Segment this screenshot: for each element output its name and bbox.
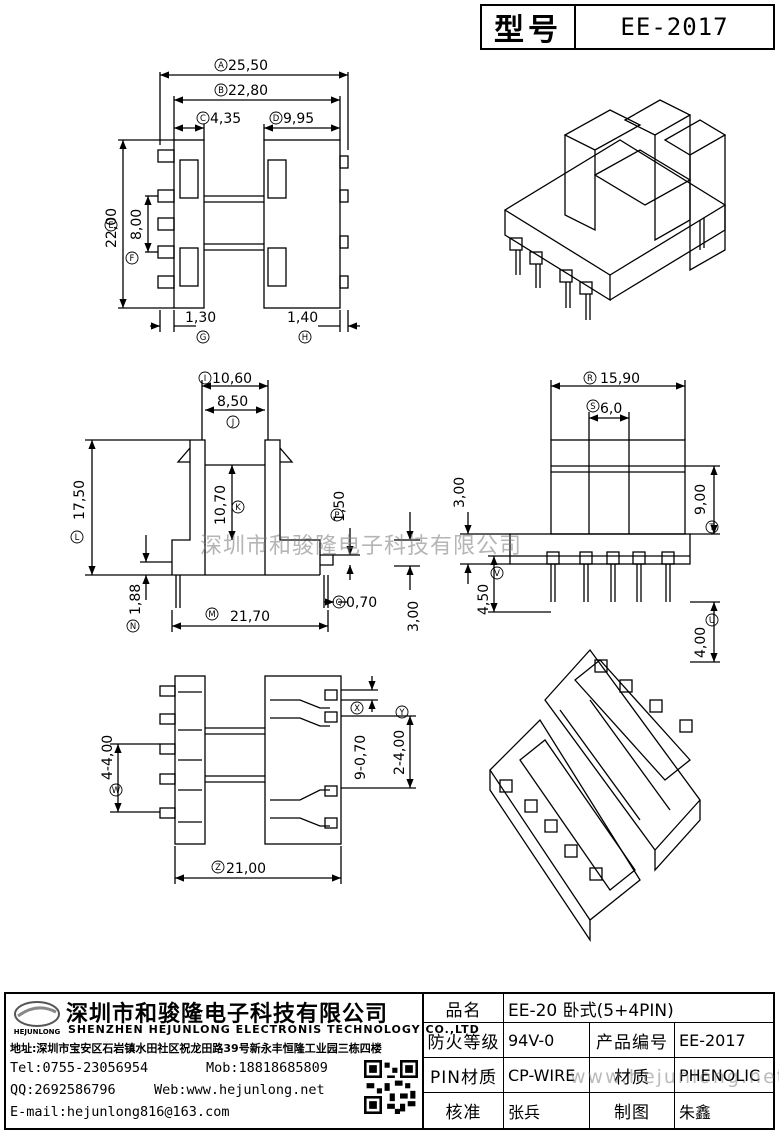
model-label: 型号 [482, 6, 576, 48]
letter-c: C [200, 114, 206, 124]
dim-y: 2-4,00 [392, 730, 408, 775]
logo-text: HEJUNLONG [14, 1028, 61, 1036]
dim-side-3b: 3,00 [406, 601, 422, 632]
spec-grid: 品名 EE-20 卧式(5+4PIN) 防火等级 94V-0 产品编号 EE-2… [424, 994, 775, 1128]
letter-h: H [302, 333, 308, 343]
letter-u: U [709, 616, 715, 626]
letter-e: E [108, 221, 113, 231]
title-block: HEJUNLONG 深圳市和骏隆电子科技有限公司 SHENZHEN HEJUNL… [4, 992, 775, 1130]
dim-u: 4,00 [693, 627, 709, 658]
letter-j: J [231, 418, 235, 428]
letter-n: N [130, 622, 136, 632]
contact-tel: Tel:0755-23056954 [10, 1060, 149, 1076]
letter-r: R [587, 374, 593, 384]
label-product-name: 品名 [424, 994, 504, 1023]
dim-q: 0,70 [346, 595, 377, 611]
bottom-view [110, 675, 416, 884]
model-value: EE-2017 [620, 13, 729, 41]
letter-t: T [708, 523, 715, 533]
letter-b: B [218, 86, 224, 96]
letter-g: G [200, 333, 207, 343]
contact-qq: QQ:2692586796 [10, 1082, 116, 1098]
dim-j: 8,50 [217, 394, 248, 410]
dim-x: 9-0,70 [353, 735, 369, 780]
letter-d: D [273, 114, 280, 124]
isometric-view-top [503, 99, 727, 320]
drawn-value: 朱鑫 [679, 1102, 712, 1122]
material-value: PHENOLIC [675, 1058, 775, 1093]
dim-a: 25,50 [228, 58, 268, 74]
letter-a: A [218, 61, 224, 71]
dim-k: 10,70 [213, 485, 229, 525]
approved-value: 张兵 [504, 1093, 590, 1128]
label-approved: 核准 [424, 1093, 504, 1128]
dim-w: 4-4,00 [100, 735, 116, 780]
watermark-url: www.hejunlong.net [570, 1066, 779, 1088]
isometric-view-bottom [489, 648, 701, 943]
model-header: 型号 EE-2017 [480, 4, 775, 50]
side-view [460, 380, 720, 663]
product-name-value: EE-20 卧式(5+4PIN) [504, 994, 775, 1023]
company-logo: HEJUNLONG [14, 1001, 61, 1036]
dim-z: 21,00 [226, 861, 266, 877]
dim-side-3a: 3,00 [452, 477, 468, 508]
contact-email: E-mail:hejunlong816@163.com [10, 1104, 230, 1120]
company-name-cn: 深圳市和骏隆电子科技有限公司 [66, 1002, 389, 1027]
label-pin-material: PIN材质 [424, 1058, 504, 1093]
label-product-code: 产品编号 [590, 1023, 675, 1058]
letter-l: L [75, 533, 80, 543]
company-info: HEJUNLONG 深圳市和骏隆电子科技有限公司 SHENZHEN HEJUNL… [6, 994, 479, 1128]
pin-material-value: CP-WIRE [504, 1058, 590, 1093]
dim-n: 1,88 [128, 584, 144, 615]
dim-p: 1,50 [332, 491, 348, 522]
letter-q: Q [336, 598, 343, 608]
letter-p: P [334, 511, 339, 521]
letter-f: F [130, 254, 135, 264]
letter-w: W [112, 786, 121, 796]
company-name-en: SHENZHEN HEJUNLONG ELECTRONIS TECHNOLOGY… [68, 1023, 480, 1036]
dim-l: 17,50 [72, 480, 88, 520]
letter-k: K [235, 503, 241, 513]
dim-f: 8,00 [129, 209, 145, 240]
dim-c: 4,35 [210, 111, 241, 127]
dim-t: 9,00 [693, 484, 709, 515]
qr-code-icon [364, 1060, 418, 1114]
letter-y: Y [398, 708, 405, 718]
top-view [118, 71, 360, 332]
letter-m: M [208, 610, 215, 620]
dim-s: 6,0 [600, 401, 622, 417]
watermark-company: 深圳市和骏隆电子科技有限公司 [200, 534, 523, 559]
dim-v: 4,50 [476, 584, 492, 615]
dim-b: 22,80 [228, 83, 268, 99]
label-fire-rating: 防火等级 [424, 1023, 504, 1058]
technical-drawing: 25,50 22,80 4,35 9,95 1,30 1,40 10,60 8,… [70, 58, 727, 943]
letter-i: I [204, 374, 207, 384]
dim-g: 1,30 [185, 310, 216, 326]
label-drawn: 制图 [590, 1093, 675, 1128]
product-code-value: EE-2017 [675, 1023, 775, 1058]
dim-i: 10,60 [212, 371, 252, 387]
label-material: 材质 [590, 1058, 675, 1093]
fire-rating-value: 94V-0 [504, 1023, 590, 1058]
dim-r: 15,90 [600, 371, 640, 387]
contact-web: Web:www.hejunlong.net [154, 1082, 325, 1098]
company-address: 地址:深圳市宝安区石岩镇水田社区祝龙田路39号新永丰恒隆工业园三栋四楼 [10, 1042, 382, 1055]
letter-x: X [354, 704, 360, 714]
front-view [85, 380, 420, 632]
letter-v: V [494, 569, 500, 579]
dim-h: 1,40 [287, 310, 318, 326]
dim-e: 22,00 [104, 208, 120, 248]
letter-s: S [590, 402, 595, 412]
dim-d: 9,95 [283, 111, 314, 127]
contact-mob: Mob:18818685809 [206, 1060, 328, 1076]
dim-m: 21,70 [230, 609, 270, 625]
letter-z: Z [215, 863, 221, 873]
